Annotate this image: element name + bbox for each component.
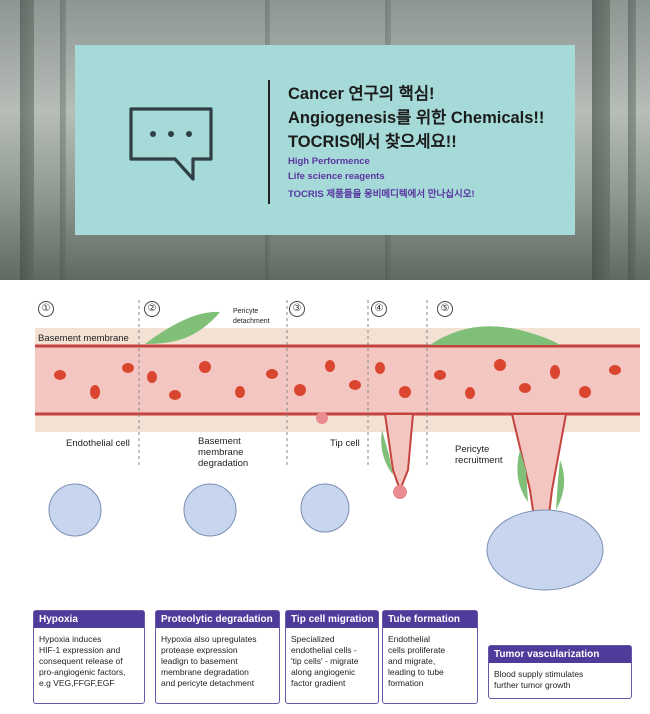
tree-trunk — [60, 0, 66, 280]
headline-line-3: TOCRIS에서 찾으세요!! — [288, 133, 457, 151]
tree-trunk — [628, 0, 636, 280]
pericyte-recruitment-label-2: recruitment — [455, 455, 503, 466]
card-title: Tube formation — [383, 611, 477, 628]
card-line: leadign to basement — [161, 656, 238, 666]
card-body: Blood supply stimulates further tumor gr… — [489, 663, 631, 697]
pericyte-detachment-label-2: detachment — [233, 318, 270, 325]
card-line: and pericyte detachment — [161, 678, 255, 688]
pericyte — [556, 460, 565, 510]
step-number-1: ① — [38, 301, 54, 317]
red-blood-cells — [54, 359, 621, 400]
card-line: formation — [388, 678, 424, 688]
card-line: Hypoxia induces — [39, 634, 102, 644]
card-tube-formation: Tube formation Endothelial cells prolife… — [382, 610, 478, 704]
pericyte — [517, 450, 528, 502]
card-title: Proteolytic degradation — [156, 611, 279, 628]
card-line: consequent release of — [39, 656, 123, 666]
card-tip-cell-migration: Tip cell migration Specialized endotheli… — [285, 610, 379, 704]
divider — [268, 80, 270, 204]
card-body: Specialized endothelial cells - 'tip cel… — [286, 628, 378, 695]
card-line: e.g VEG,FFGF,EGF — [39, 678, 115, 688]
step-number-3: ③ — [289, 301, 305, 317]
card-line: and migrate, — [388, 656, 436, 666]
card-title: Tip cell migration — [286, 611, 378, 628]
pericyte-detachment-label-1: Pericyte — [233, 308, 259, 315]
cell-cluster — [48, 483, 350, 537]
card-title: Tumor vascularization — [489, 646, 631, 663]
tip-cell — [316, 412, 328, 424]
card-body: Hypoxia induces HIF-1 expression and con… — [34, 628, 144, 695]
vessel-lumen — [35, 346, 640, 414]
card-tumor-vascularization: Tumor vascularization Blood supply stimu… — [488, 645, 632, 699]
card-line: HIF-1 expression and — [39, 645, 121, 655]
tip-cell — [393, 485, 407, 499]
endothelial-cell-label: Endothelial cell — [66, 438, 130, 449]
angiogenesis-diagram — [35, 300, 640, 591]
headline-line-2: Angiogenesis를 위한 Chemicals!! — [288, 109, 545, 127]
subtext-line-2: Life science reagents — [288, 171, 385, 182]
card-line: endothelial cells - — [291, 645, 357, 655]
card-line: along angiogenic — [291, 667, 356, 677]
card-line: leading to tube — [388, 667, 444, 677]
card-line: cells proliferate — [388, 645, 446, 655]
card-line: 'tip cells' - migrate — [291, 656, 359, 666]
banner-panel: Cancer 연구의 핵심! Angiogenesis를 위한 Chemical… — [75, 45, 575, 235]
tree-trunk — [20, 0, 34, 280]
tree-trunk — [592, 0, 610, 280]
card-line: Blood supply stimulates — [494, 669, 584, 679]
speech-bubble-icon — [129, 107, 213, 181]
basement-membrane-label: Basement membrane — [38, 333, 129, 344]
card-body: Endothelial cells proliferate and migrat… — [383, 628, 477, 695]
card-line: Specialized — [291, 634, 335, 644]
subtext-line-1: High Performence — [288, 156, 370, 167]
step-number-5: ⑤ — [437, 301, 453, 317]
card-line: further tumor growth — [494, 680, 571, 690]
headline-line-1: Cancer 연구의 핵심! — [288, 85, 435, 103]
tumor-mass — [486, 509, 604, 591]
card-line: Endothelial — [388, 634, 431, 644]
pericyte-recruitment-label-1: Pericyte — [455, 444, 490, 455]
basement-membrane-band-bottom — [35, 412, 640, 432]
bm-degradation-label-1: Basement — [198, 436, 241, 447]
bm-degradation-label-3: degradation — [198, 458, 249, 469]
pericyte — [381, 430, 393, 475]
pericyte — [430, 326, 560, 345]
step-number-2: ② — [144, 301, 160, 317]
card-line: protease expression — [161, 645, 238, 655]
tip-cell-label: Tip cell — [330, 438, 360, 449]
card-line: pro-angiogenic factors, — [39, 667, 126, 677]
subtext-line-3: TOCRIS 제품들을 웅비메디텍에서 만나십시오! — [288, 189, 475, 200]
bm-degradation-label-2: membrane — [198, 447, 244, 458]
sprout-tube — [383, 413, 415, 493]
card-proteolytic-degradation: Proteolytic degradation Hypoxia also upr… — [155, 610, 280, 704]
card-line: Hypoxia also upregulates — [161, 634, 257, 644]
card-title: Hypoxia — [34, 611, 144, 628]
card-body: Hypoxia also upregulates protease expres… — [156, 628, 279, 695]
banner: Cancer 연구의 핵심! Angiogenesis를 위한 Chemical… — [0, 0, 650, 280]
card-hypoxia: Hypoxia Hypoxia induces HIF-1 expression… — [33, 610, 145, 704]
card-line: membrane degradation — [161, 667, 249, 677]
pericyte-detaching — [145, 311, 220, 344]
step-number-4: ④ — [371, 301, 387, 317]
card-line: factor gradient — [291, 678, 346, 688]
